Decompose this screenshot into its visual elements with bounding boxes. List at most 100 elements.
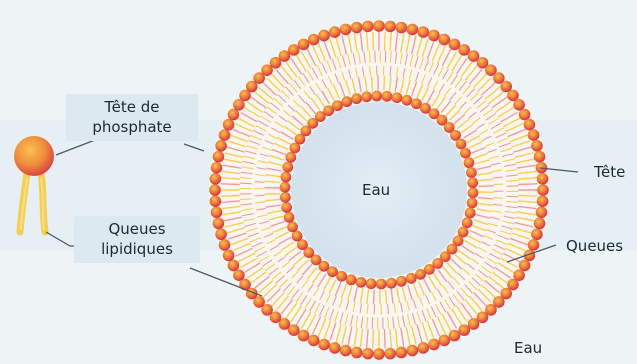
phosphate-head	[439, 335, 451, 347]
phosphate-head	[213, 218, 225, 230]
phosphate-head	[351, 347, 363, 359]
phosphate-head	[288, 44, 300, 56]
phosphate-head	[281, 172, 292, 183]
phosphate-head	[211, 162, 223, 174]
label-tails-right: Queues	[566, 236, 623, 256]
phosphate-head	[396, 276, 407, 287]
molecule-head	[14, 136, 54, 176]
label-head-right: Tête	[594, 162, 625, 182]
phosphate-head	[356, 277, 367, 288]
lipid-tail	[479, 186, 493, 187]
phosphate-head	[466, 167, 477, 178]
phosphate-head	[376, 279, 387, 290]
phosphate-head	[519, 260, 531, 272]
lipid-tail	[373, 330, 374, 348]
phosphate-head	[318, 339, 330, 351]
phosphate-head	[228, 109, 240, 121]
phosphate-head	[210, 195, 222, 207]
phosphate-head	[282, 162, 293, 173]
phosphate-head	[341, 96, 352, 107]
phosphate-head	[537, 195, 549, 207]
phosphate-head	[219, 239, 231, 251]
phosphate-head	[519, 109, 531, 121]
lipid-tail	[373, 32, 374, 50]
phosphate-head	[233, 269, 245, 281]
lipid-tail	[385, 330, 386, 348]
phosphate-head	[298, 39, 310, 51]
phosphate-head	[346, 274, 357, 285]
phosphate-head	[362, 21, 374, 33]
lipid-tail	[519, 196, 537, 197]
label-lipid-tails: Queues lipidiques	[74, 216, 200, 263]
lipid-tail	[388, 305, 389, 314]
lipid-tail	[370, 66, 371, 75]
phosphate-head	[215, 228, 227, 240]
lipid-tail	[384, 76, 385, 90]
phosphate-head	[209, 184, 221, 196]
phosphate-head	[284, 212, 295, 223]
phosphate-head	[449, 330, 461, 342]
lipid-tail	[372, 318, 373, 329]
phosphate-head	[366, 278, 377, 289]
phosphate-head	[215, 140, 227, 152]
lipid-tail	[388, 318, 389, 329]
phosphate-head	[386, 278, 397, 289]
lipid-tail	[385, 32, 386, 50]
lipid-tail	[240, 199, 251, 200]
phosphate-head	[384, 21, 396, 33]
phosphate-head	[308, 335, 320, 347]
phosphate-head	[371, 91, 382, 102]
phosphate-head	[287, 221, 298, 232]
phosphate-head	[396, 22, 408, 34]
phosphate-head	[513, 99, 525, 111]
phosphate-head	[417, 342, 429, 354]
lipid-tail	[519, 184, 537, 185]
phosphate-head	[223, 250, 235, 262]
label-water-outside: Eau	[514, 338, 542, 358]
phosphate-head	[373, 20, 385, 32]
phosphate-head	[382, 91, 393, 102]
phosphate-head	[373, 348, 385, 360]
label-water-inside: Eau	[362, 180, 390, 200]
lipid-tail	[373, 290, 374, 304]
phosphate-head	[528, 129, 540, 141]
phosphate-head	[361, 91, 372, 102]
phosphate-head	[285, 152, 296, 163]
phosphate-head	[428, 30, 440, 42]
phosphate-head	[534, 151, 546, 163]
phosphate-head	[468, 187, 479, 198]
phosphate-head	[439, 34, 451, 46]
phosphate-head	[531, 140, 543, 152]
phosphate-head	[462, 217, 473, 228]
phosphate-head	[536, 207, 548, 219]
phosphate-head	[464, 157, 475, 168]
phosphate-head	[318, 30, 330, 42]
phosphate-head	[211, 207, 223, 219]
phosphate-head	[467, 177, 478, 188]
phosphate-head	[210, 173, 222, 185]
lipid-tail	[385, 51, 386, 62]
lipid-tail	[369, 51, 370, 62]
lipid-tail	[372, 76, 373, 90]
phosphate-head	[228, 260, 240, 272]
phosphate-head	[407, 345, 419, 357]
lipid-tail	[240, 183, 251, 184]
phosphate-head	[329, 342, 341, 354]
label-head-phosphate: Tête de phosphate	[66, 94, 198, 141]
phosphate-head	[458, 324, 470, 336]
lipid-tail	[494, 198, 503, 199]
phosphate-head	[465, 208, 476, 219]
phosphate-head	[308, 34, 320, 46]
phosphate-head	[219, 129, 231, 141]
phosphate-head	[332, 100, 343, 111]
phosphate-head	[223, 119, 235, 131]
phosphate-head	[340, 24, 352, 36]
phosphate-head	[396, 347, 408, 359]
lipid-tail	[255, 182, 264, 183]
phosphate-head	[280, 182, 291, 193]
phosphate-head	[281, 202, 292, 213]
lipid-tail	[507, 180, 518, 181]
phosphate-head	[537, 173, 549, 185]
phosphate-head	[417, 26, 429, 38]
phosphate-head	[467, 198, 478, 209]
